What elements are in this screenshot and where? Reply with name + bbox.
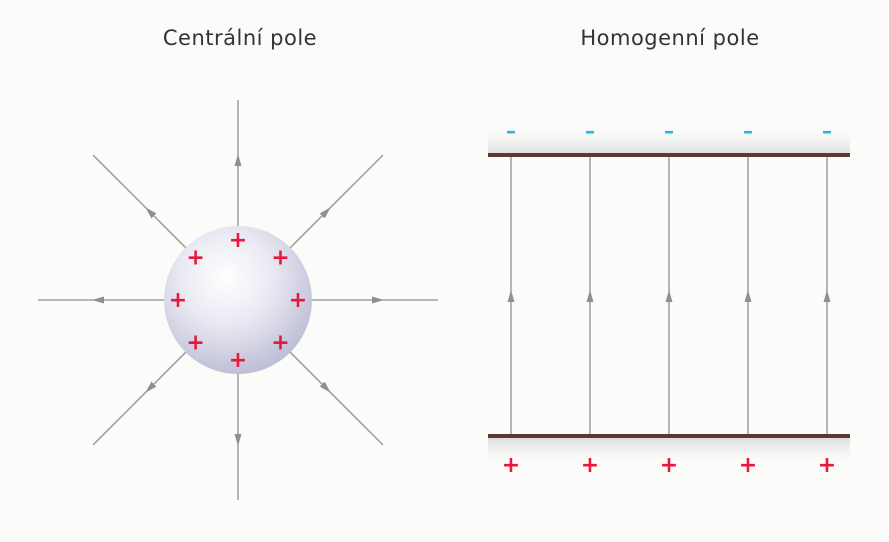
positive-charge: + xyxy=(169,288,187,313)
negative-charge: – xyxy=(743,119,753,143)
bottom-plate-haze xyxy=(488,437,850,467)
field-direction-arrow xyxy=(586,290,594,302)
field-direction-arrow xyxy=(234,434,242,446)
field-direction-arrow xyxy=(319,381,331,393)
negative-charge: – xyxy=(664,119,674,143)
field-direction-arrow xyxy=(145,381,157,393)
field-direction-arrow xyxy=(319,207,331,219)
field-direction-arrow xyxy=(744,290,752,302)
positive-charge: + xyxy=(271,330,289,355)
positive-charge: + xyxy=(289,288,307,313)
positive-charge: + xyxy=(739,453,757,478)
field-direction-arrow xyxy=(665,290,673,302)
negative-charge: – xyxy=(506,119,516,143)
negative-charge: – xyxy=(585,119,595,143)
positive-charge: + xyxy=(229,348,247,373)
homogeneous-field-title: Homogenní pole xyxy=(580,26,760,50)
field-direction-arrow xyxy=(507,290,515,302)
field-direction-arrow xyxy=(823,290,831,302)
charged-sphere xyxy=(164,226,312,374)
sphere-charges: ++++++++ xyxy=(169,228,307,373)
homogeneous-field-lines xyxy=(507,157,831,434)
positive-charge: + xyxy=(660,453,678,478)
top-plate xyxy=(488,153,850,157)
field-direction-arrow xyxy=(234,154,242,166)
field-direction-arrow xyxy=(92,296,104,304)
field-direction-arrow xyxy=(372,296,384,304)
bottom-plate xyxy=(488,434,850,438)
positive-charge: + xyxy=(581,453,599,478)
positive-charge: + xyxy=(186,330,204,355)
positive-charge: + xyxy=(502,453,520,478)
plate-charges: – + – + – + – + – + xyxy=(502,119,836,478)
field-direction-arrow xyxy=(145,207,157,219)
positive-charge: + xyxy=(271,246,289,271)
negative-charge: – xyxy=(822,119,832,143)
top-plate-haze xyxy=(488,125,850,155)
positive-charge: + xyxy=(186,246,204,271)
positive-charge: + xyxy=(818,453,836,478)
central-field-title: Centrální pole xyxy=(162,26,318,50)
positive-charge: + xyxy=(229,228,247,253)
